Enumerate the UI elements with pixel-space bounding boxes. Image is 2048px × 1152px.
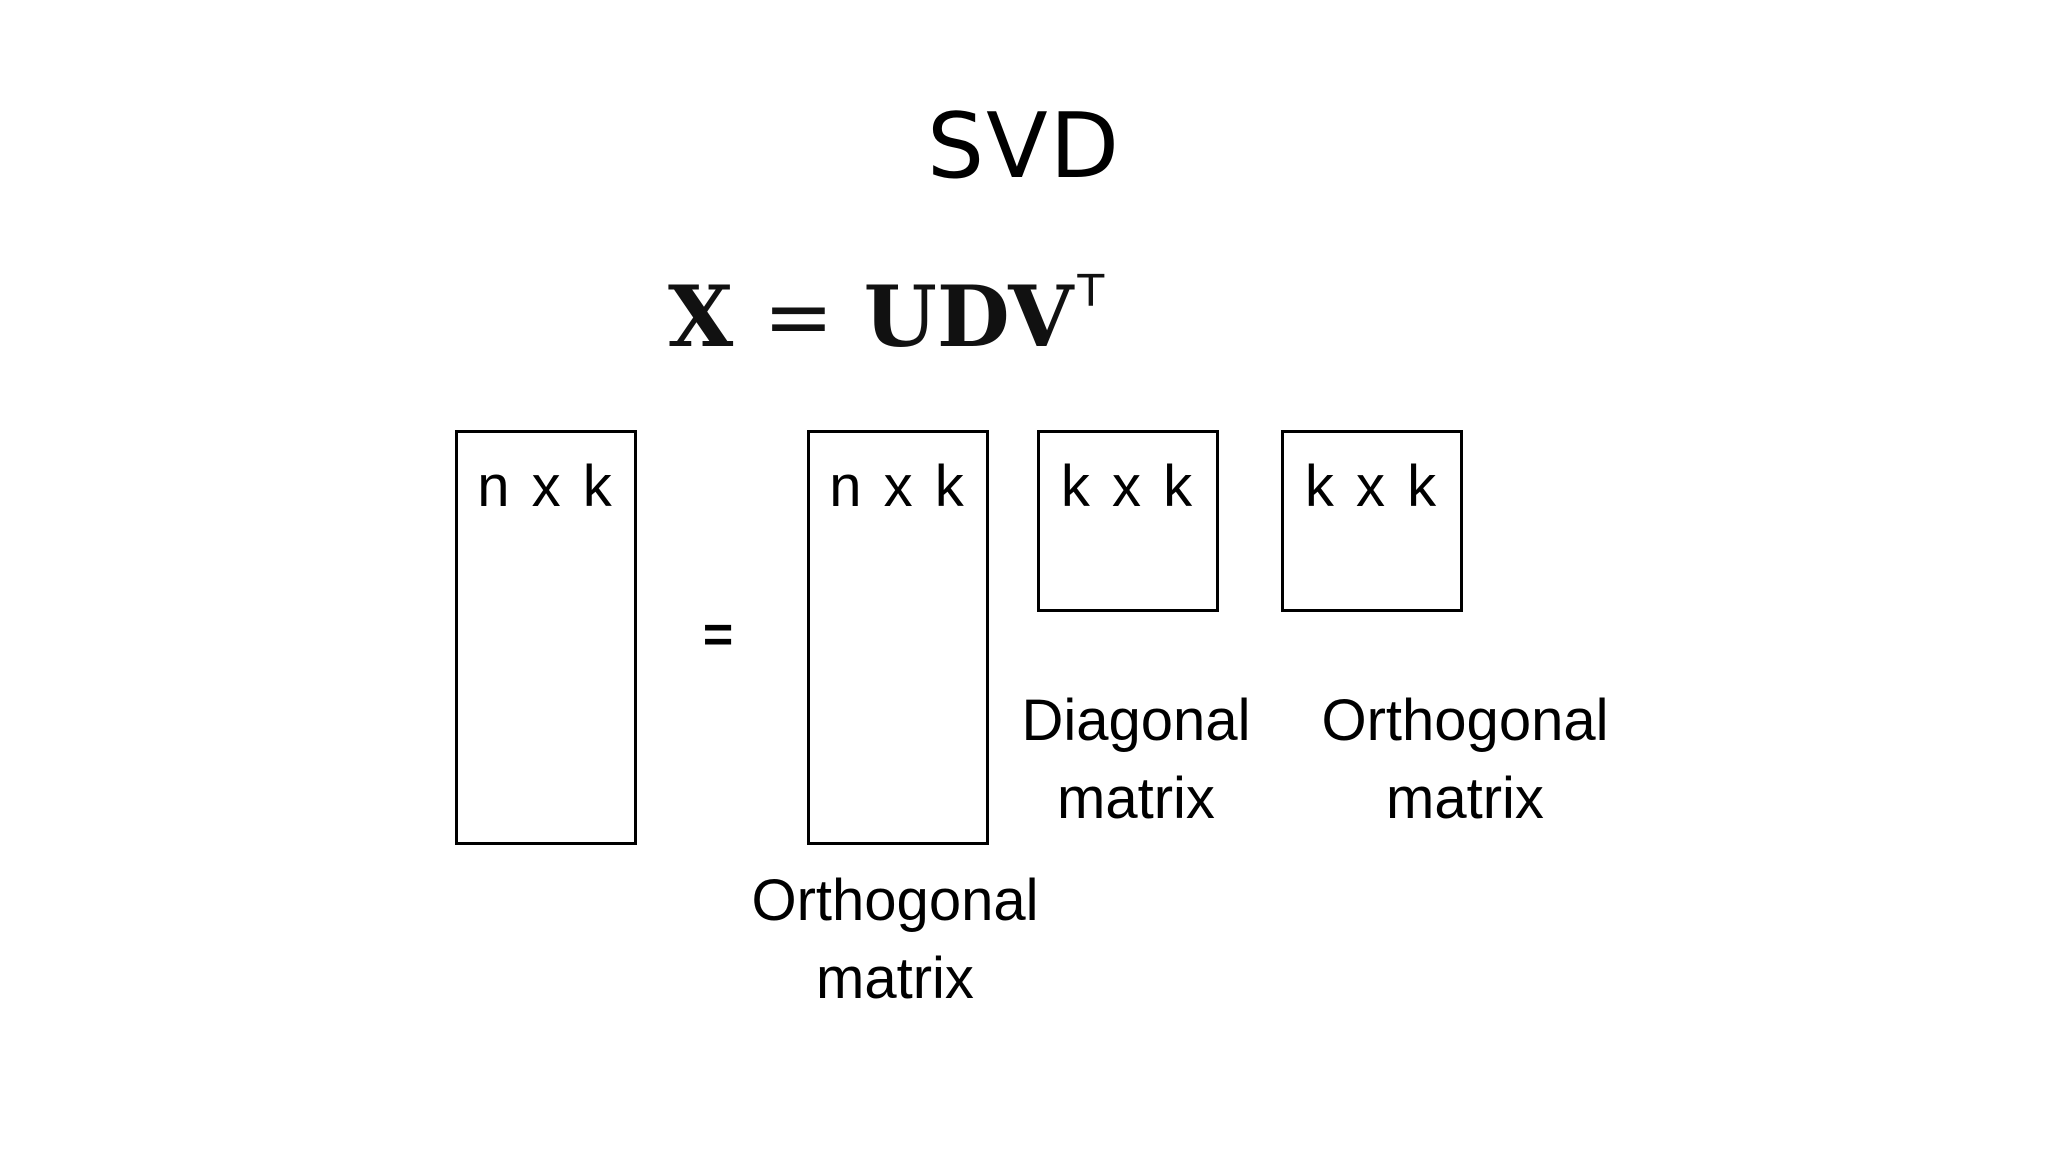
equation-equals: = [763, 268, 834, 366]
matrix-vt-label: Orthogonal matrix [1290, 682, 1640, 838]
matrix-d-dims: k x k [1060, 454, 1196, 519]
matrix-vt-label-line1: Orthogonal [1321, 688, 1609, 753]
matrix-u-label-line1: Orthogonal [751, 868, 1039, 933]
matrix-vt-label-line2: matrix [1386, 766, 1544, 831]
equation-rhs: UDV [863, 267, 1074, 366]
matrix-u-label-line2: matrix [816, 946, 974, 1011]
matrix-u-box: n x k [807, 430, 989, 845]
matrix-u-dims: n x k [829, 454, 967, 519]
matrix-x-dims: n x k [477, 454, 615, 519]
equation-lhs: X [668, 267, 734, 366]
decomposition-equals-sign: = [702, 606, 734, 664]
equation-transpose-superscript: T [1077, 266, 1105, 317]
slide-title: SVD [927, 94, 1121, 199]
matrix-d-label-line1: Diagonal [1021, 688, 1251, 753]
matrix-d-box: k x k [1037, 430, 1219, 612]
matrix-d-label-line2: matrix [1057, 766, 1215, 831]
matrix-u-label: Orthogonal matrix [720, 862, 1070, 1018]
matrix-d-label: Diagonal matrix [1000, 682, 1272, 838]
svd-equation: X = UDVT [668, 262, 1104, 372]
matrix-vt-dims: k x k [1304, 454, 1440, 519]
matrix-vt-box: k x k [1281, 430, 1463, 612]
matrix-x-box: n x k [455, 430, 637, 845]
